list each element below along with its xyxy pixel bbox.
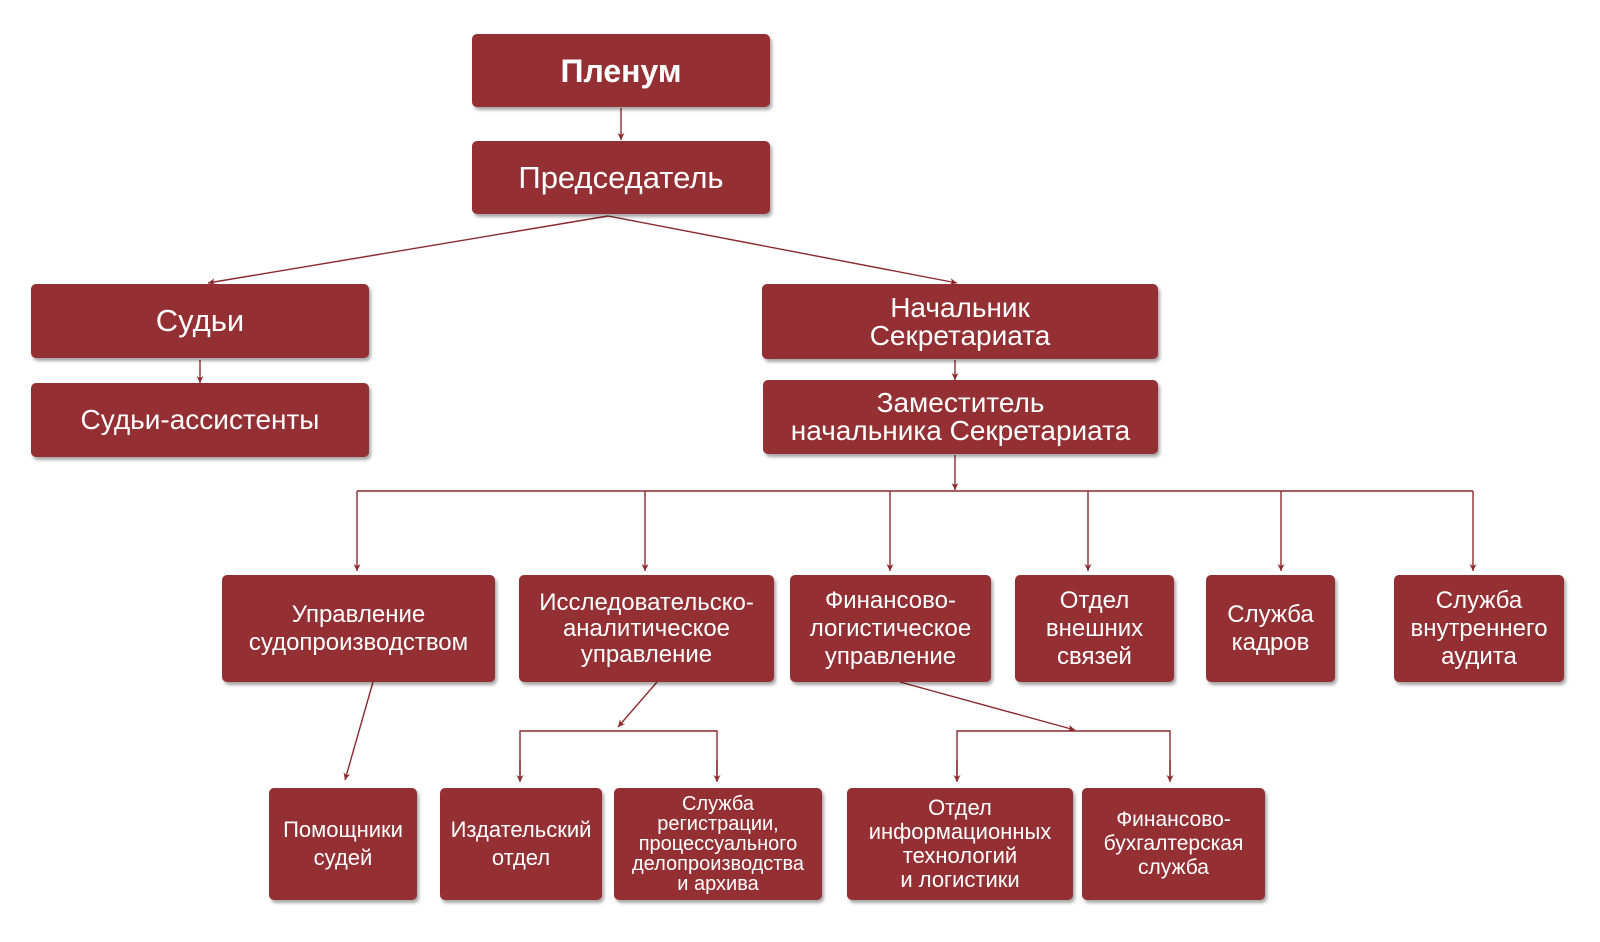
node-finance-logistics-label: Финансово- логистическое управление: [809, 586, 972, 670]
connector-chairman-judges: [207, 215, 609, 286]
node-hr-service-label: Служба кадров: [1227, 600, 1314, 656]
node-accounting-label: Финансово- бухгалтерская служба: [1103, 808, 1244, 879]
node-internal-audit-label: Служба внутреннего аудита: [1410, 586, 1548, 670]
node-publishing: Издательский отдел: [440, 788, 602, 900]
node-plenum-label: Пленум: [560, 52, 682, 89]
node-chairman: Председатель: [472, 141, 770, 214]
node-it-logistics-label: Отдел информационных технологий и логист…: [868, 795, 1052, 892]
node-court-proceedings-label: Управление судопроизводством: [248, 600, 469, 656]
node-research-analytics-label: Исследовательско- аналитическое управлен…: [539, 588, 754, 668]
node-judge-assistants: Судьи-ассистенты: [31, 383, 369, 457]
node-plenum: Пленум: [472, 34, 770, 107]
node-finance-logistics: Финансово- логистическое управление: [790, 575, 991, 682]
node-judge-assistants-label: Судьи-ассистенты: [80, 404, 320, 435]
node-court-proceedings: Управление судопроизводством: [222, 575, 495, 682]
connector-chairman-secretariat-head: [607, 215, 958, 286]
connector-finance-branch: [899, 681, 1076, 732]
node-secretariat-deputy: Заместитель начальника Секретариата: [763, 380, 1158, 454]
node-judges-aides: Помощники судей: [269, 788, 417, 900]
node-judges: Судьи: [31, 284, 369, 358]
connector-research-branch: [617, 681, 658, 728]
node-judges-label: Судьи: [155, 303, 245, 338]
node-secretariat-head: Начальник Секретариата: [762, 284, 1158, 359]
node-registration: Служба регистрации, процессуального дело…: [614, 788, 822, 900]
node-external-relations-label: Отдел внешних связей: [1045, 586, 1144, 670]
node-secretariat-head-label: Начальник Секретариата: [869, 291, 1051, 351]
node-publishing-label: Издательский отдел: [450, 817, 592, 870]
node-it-logistics: Отдел информационных технологий и логист…: [847, 788, 1073, 900]
node-registration-label: Служба регистрации, процессуального дело…: [631, 793, 804, 895]
node-internal-audit: Служба внутреннего аудита: [1394, 575, 1564, 682]
node-external-relations: Отдел внешних связей: [1015, 575, 1174, 682]
node-judges-aides-label: Помощники судей: [283, 817, 403, 870]
node-hr-service: Служба кадров: [1206, 575, 1335, 682]
connector-court-aides: [343, 681, 374, 781]
node-accounting: Финансово- бухгалтерская служба: [1082, 788, 1265, 900]
node-secretariat-deputy-label: Заместитель начальника Секретариата: [790, 387, 1131, 446]
node-chairman-label: Председатель: [518, 159, 724, 195]
connector-research-sub-bus: [519, 730, 718, 779]
node-research-analytics: Исследовательско- аналитическое управлен…: [519, 575, 774, 682]
connector-finance-sub-bus: [956, 730, 1171, 779]
